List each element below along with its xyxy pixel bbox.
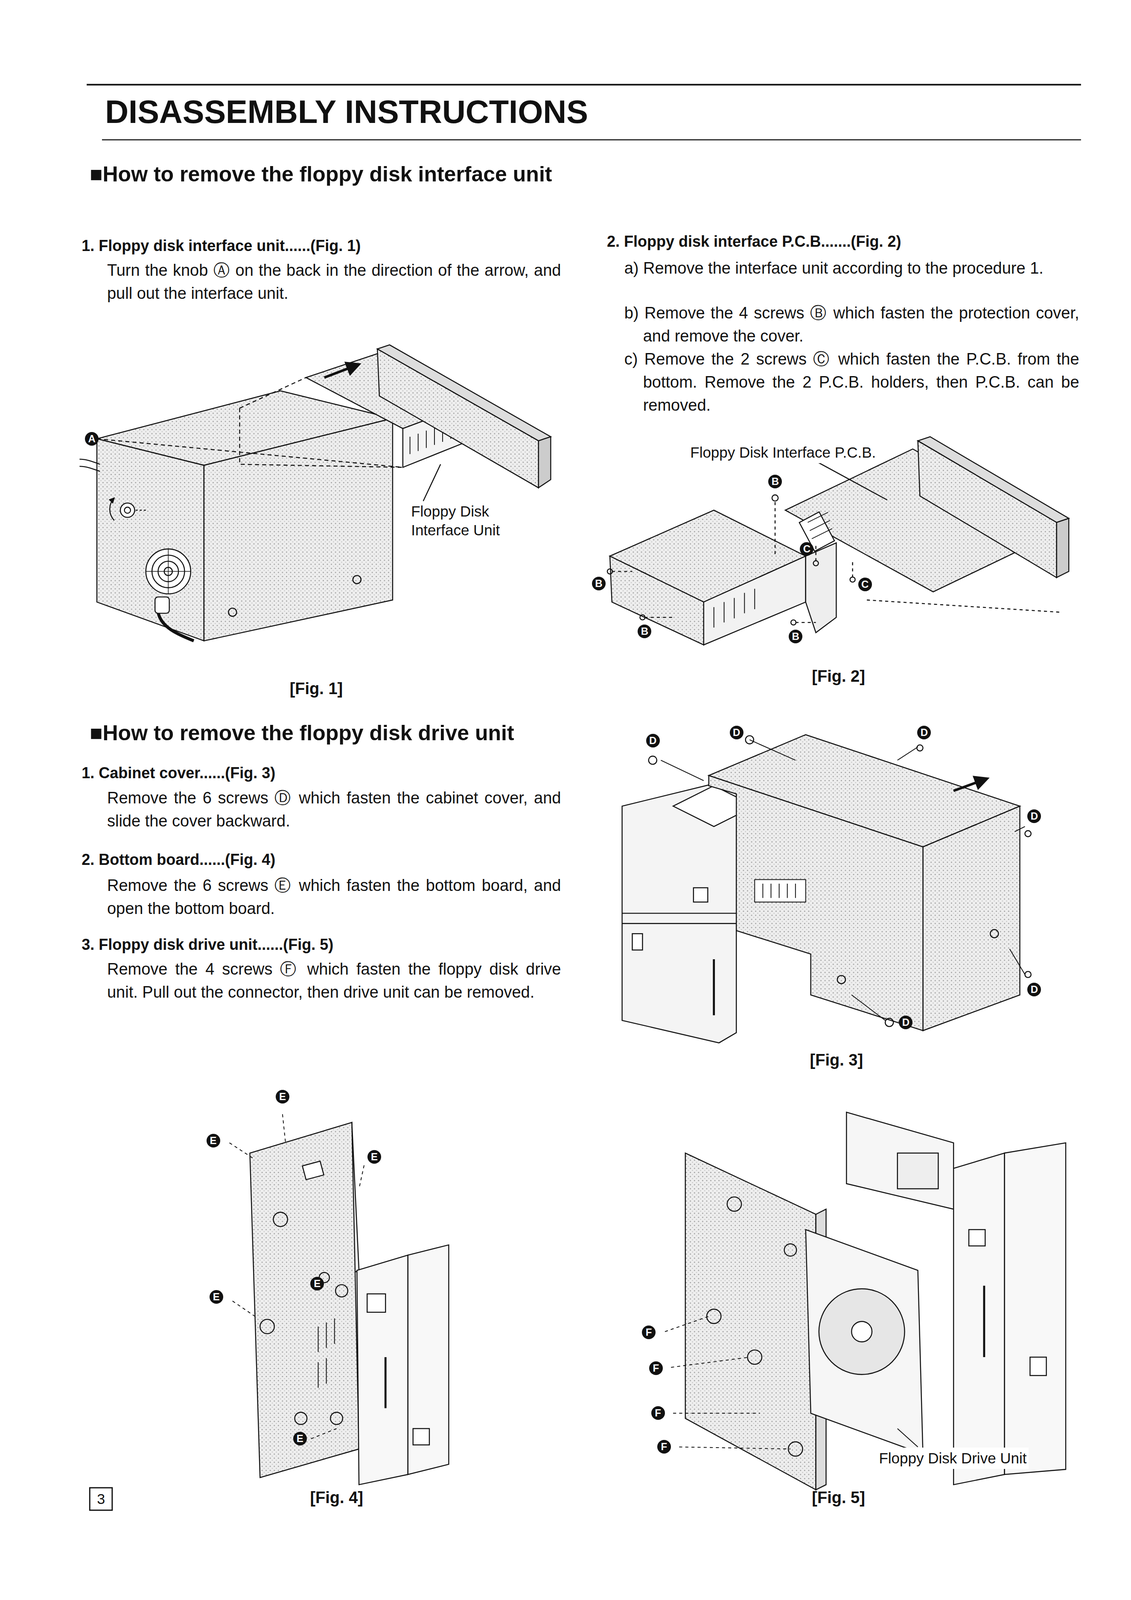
part-label: Floppy Disk Drive Unit <box>877 1447 1029 1469</box>
step-text: c) Remove the 2 screws Ⓒ which fasten th… <box>624 347 1080 417</box>
callout-letter: E <box>310 1276 324 1291</box>
figure-caption: [Fig. 5] <box>811 1486 866 1510</box>
part-label: Floppy Disk Interface P.C.B. <box>688 441 878 464</box>
callout-letter: D <box>646 733 660 748</box>
step-heading: 2. Floppy disk interface P.C.B.......(Fi… <box>606 230 1080 253</box>
step-text: Remove the 4 screws Ⓕ which fasten the f… <box>107 957 562 1004</box>
callout-letter: E <box>275 1089 290 1104</box>
step-text: Remove the 6 screws Ⓓ which fasten the c… <box>107 786 562 833</box>
figure-caption: [Fig. 2] <box>811 664 866 688</box>
page-title: DISASSEMBLY INSTRUCTIONS <box>104 93 589 130</box>
step-heading: 3. Floppy disk drive unit......(Fig. 5) <box>81 933 561 956</box>
figure-caption: [Fig. 3] <box>810 1048 864 1072</box>
callout-letter: E <box>367 1149 382 1164</box>
step-text: b) Remove the 4 screws Ⓑ which fasten th… <box>624 301 1080 348</box>
step-text: a) Remove the interface unit according t… <box>624 256 1080 280</box>
callout-letter: F <box>657 1439 671 1454</box>
callout-letter: E <box>293 1431 307 1446</box>
callout-letter: B <box>591 576 606 591</box>
figure-caption: [Fig. 1] <box>289 677 344 701</box>
callout-letter: B <box>788 629 803 644</box>
step-text: Remove the 6 screws Ⓔ which fasten the b… <box>107 874 562 921</box>
figure-caption: [Fig. 4] <box>309 1486 364 1510</box>
callout-letter: F <box>651 1405 665 1420</box>
section-heading: ■How to remove the floppy disk drive uni… <box>89 719 719 746</box>
callout-letter: C <box>858 577 872 592</box>
callout-letter: B <box>768 474 782 489</box>
callout-letter: D <box>729 725 744 740</box>
part-label: Floppy Disk Interface Unit <box>411 501 529 540</box>
step-heading: 1. Floppy disk interface unit......(Fig.… <box>81 234 561 257</box>
callout-letter: A <box>84 431 99 446</box>
section-heading: ■How to remove the floppy disk interface… <box>89 161 586 187</box>
page-number: 3 <box>96 1491 105 1506</box>
callout-letter: D <box>898 1015 913 1029</box>
callout-letter: D <box>1027 809 1041 823</box>
step-text: Turn the knob Ⓐ on the back in the direc… <box>107 259 562 306</box>
step-heading: 1. Cabinet cover......(Fig. 3) <box>81 761 561 784</box>
callout-letter: F <box>649 1361 663 1375</box>
callout-letter: D <box>917 725 931 740</box>
step-heading: 2. Bottom board......(Fig. 4) <box>81 848 561 871</box>
callout-letter: F <box>641 1325 656 1339</box>
callout-letter: B <box>637 624 652 639</box>
callout-letter: E <box>209 1289 224 1304</box>
callout-letter: D <box>1027 982 1041 997</box>
callout-letter: E <box>206 1133 221 1148</box>
